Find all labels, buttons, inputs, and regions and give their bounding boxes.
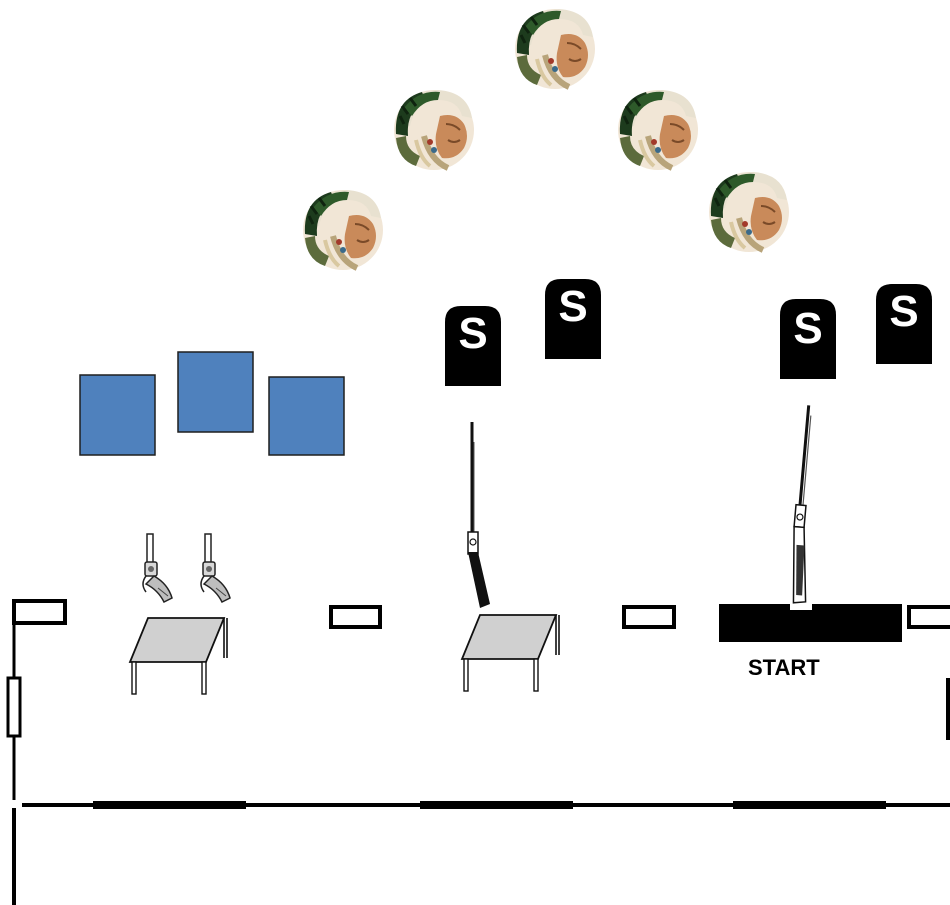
steel-target-label: S bbox=[558, 282, 587, 331]
steel-target-label: S bbox=[889, 287, 918, 336]
paper-target bbox=[268, 376, 345, 456]
headdress-target-icon bbox=[303, 190, 383, 270]
start-box bbox=[719, 604, 902, 642]
steel-target: S bbox=[876, 284, 932, 364]
fence-segment bbox=[93, 801, 246, 809]
table-icon bbox=[129, 617, 228, 695]
start-label: START bbox=[748, 655, 820, 680]
barrel-icon bbox=[12, 599, 67, 625]
headdress-target-icon bbox=[618, 90, 698, 170]
headdress-target-icon bbox=[394, 90, 474, 170]
table-icon bbox=[461, 614, 560, 692]
steel-target: S bbox=[445, 306, 501, 386]
fence-segment bbox=[420, 801, 573, 809]
rifle-icon bbox=[466, 420, 492, 610]
shotgun-icon bbox=[792, 405, 812, 604]
steel-target: S bbox=[545, 279, 601, 359]
steel-target-label: S bbox=[793, 304, 822, 353]
barrel-icon bbox=[329, 605, 382, 629]
revolver-icon bbox=[142, 533, 173, 603]
revolver-icon bbox=[200, 533, 231, 603]
barrel-icon bbox=[622, 605, 676, 629]
headdress-target-icon bbox=[709, 172, 789, 252]
headdress-target-icon bbox=[515, 9, 595, 89]
steel-target-label: S bbox=[458, 309, 487, 358]
paper-target bbox=[177, 351, 254, 433]
side-barrel-icon bbox=[6, 676, 22, 738]
fence-segment bbox=[733, 801, 886, 809]
barrel-icon bbox=[907, 605, 950, 629]
paper-target bbox=[79, 374, 156, 456]
steel-target: S bbox=[780, 299, 836, 379]
